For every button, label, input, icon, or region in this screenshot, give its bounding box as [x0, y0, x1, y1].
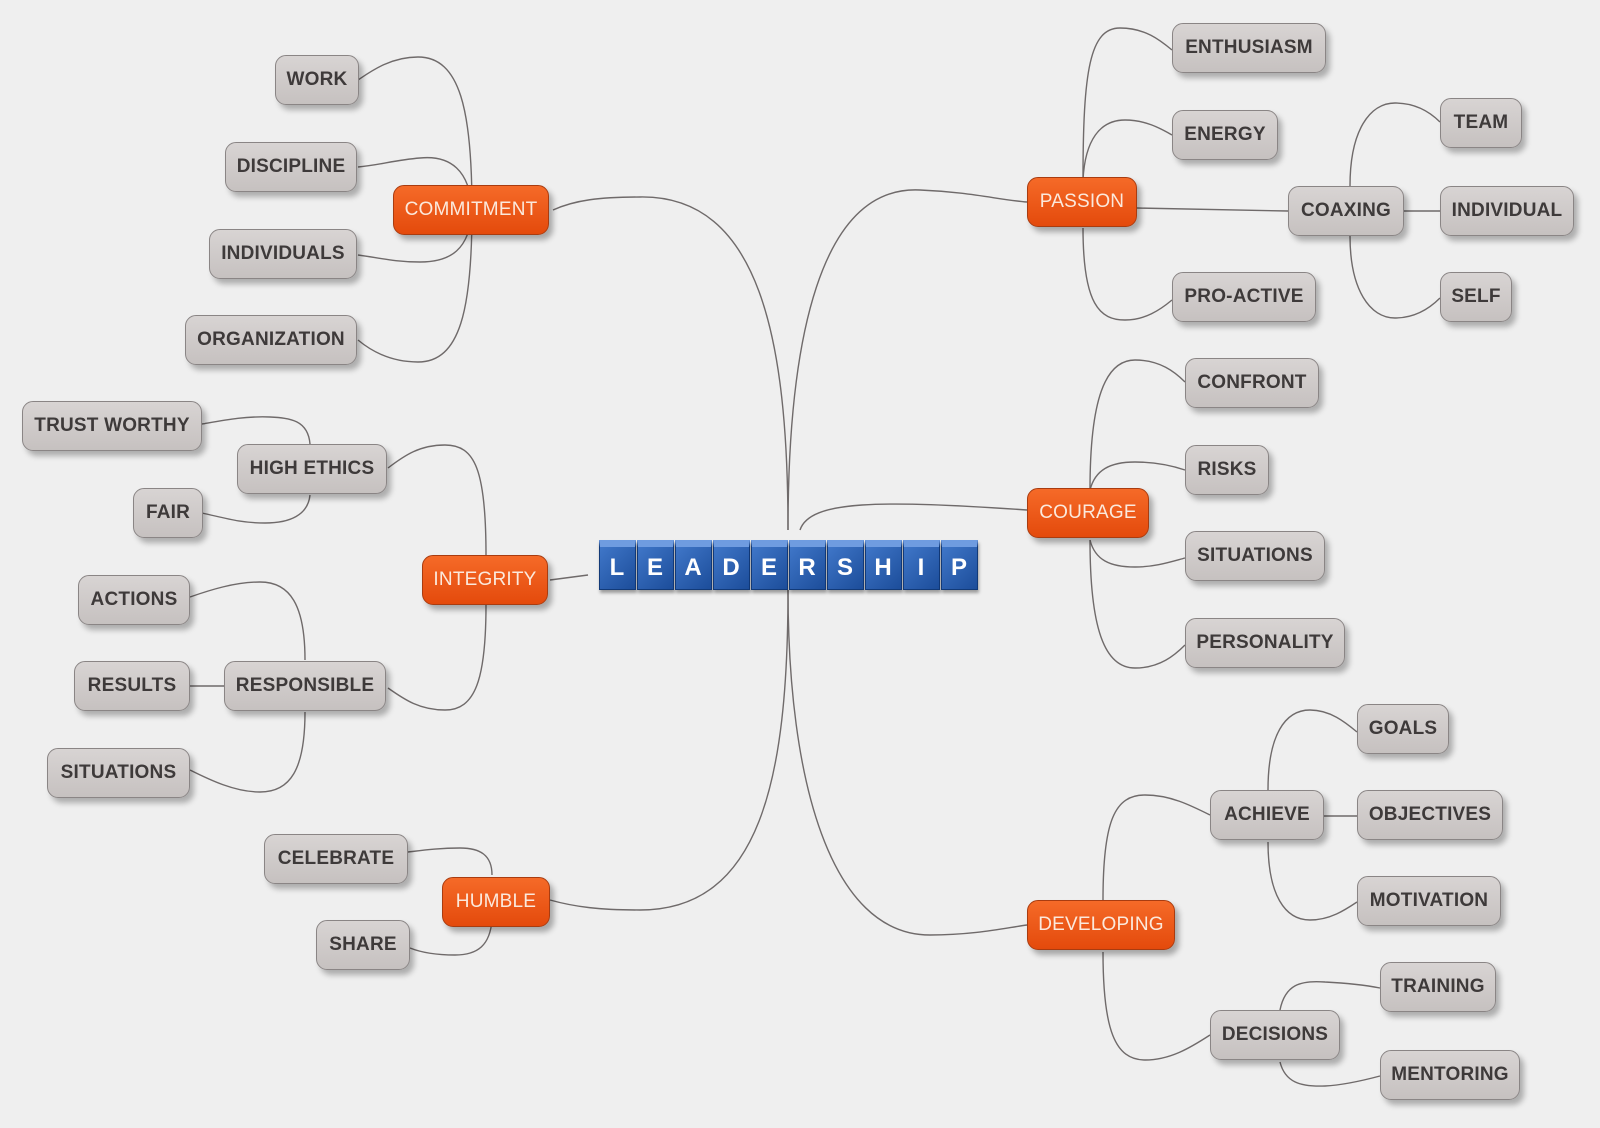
node-training: TRAINING — [1380, 962, 1496, 1012]
node-work: WORK — [275, 55, 359, 105]
letter-cube: E — [750, 540, 788, 590]
node-enthusiasm: ENTHUSIASM — [1172, 23, 1326, 73]
link-courage-situations — [1089, 539, 1186, 568]
node-developing: DEVELOPING — [1027, 900, 1175, 950]
link-center-passion — [787, 189, 1028, 531]
center-leadership-blocks: L E A D E R S H I P — [588, 530, 988, 590]
link-decisions-mentoring — [1279, 1061, 1381, 1087]
letter-cube: L — [598, 540, 636, 590]
node-integrity: INTEGRITY — [422, 555, 548, 605]
link-humble-celebrate — [407, 847, 493, 876]
link-commitment-discipline — [357, 156, 473, 211]
link-responsible-situations — [189, 711, 306, 793]
link-responsible-actions — [189, 581, 306, 661]
letter-cube: D — [712, 540, 750, 590]
node-individual: INDIVIDUAL — [1440, 186, 1574, 236]
link-highethics-trustworthy — [201, 416, 311, 445]
node-organization: ORGANIZATION — [185, 315, 357, 365]
letter-cube: P — [940, 540, 978, 590]
node-team: TEAM — [1440, 98, 1522, 148]
node-situations-left: SITUATIONS — [47, 748, 190, 798]
link-commitment-organization — [357, 209, 473, 363]
node-celebrate: CELEBRATE — [264, 834, 408, 884]
node-humble: HUMBLE — [442, 877, 550, 927]
node-results: RESULTS — [74, 661, 190, 711]
node-decisions: DECISIONS — [1210, 1010, 1340, 1060]
node-share: SHARE — [316, 920, 410, 970]
node-situations-right: SITUATIONS — [1185, 531, 1325, 581]
link-center-integrity — [549, 574, 589, 581]
node-pro-active: PRO-ACTIVE — [1172, 272, 1316, 322]
link-courage-confront — [1089, 359, 1186, 491]
node-achieve: ACHIEVE — [1210, 790, 1324, 840]
link-humble-share — [409, 919, 493, 956]
link-passion-energy — [1082, 119, 1173, 181]
link-courage-personality — [1089, 539, 1186, 669]
node-confront: CONFRONT — [1185, 358, 1319, 408]
link-developing-achieve — [1102, 794, 1211, 901]
link-center-courage — [799, 503, 1028, 531]
link-decisions-training — [1279, 980, 1381, 1011]
letter-cube: S — [826, 540, 864, 590]
node-passion: PASSION — [1027, 177, 1137, 227]
node-coaxing: COAXING — [1288, 186, 1404, 236]
link-commitment-work — [357, 56, 473, 211]
link-passion-enthusiasm — [1082, 27, 1173, 181]
node-actions: ACTIONS — [78, 575, 190, 625]
link-courage-risks — [1089, 461, 1186, 491]
link-integrity-responsible — [387, 604, 487, 711]
link-developing-decisions — [1102, 951, 1211, 1061]
node-trust-worthy: TRUST WORTHY — [22, 401, 202, 451]
node-discipline: DISCIPLINE — [225, 142, 357, 192]
node-fair: FAIR — [133, 488, 203, 538]
node-goals: GOALS — [1357, 704, 1449, 754]
node-high-ethics: HIGH ETHICS — [237, 444, 387, 494]
node-individuals: INDIVIDUALS — [209, 229, 357, 279]
link-coaxing-self — [1349, 235, 1441, 319]
link-highethics-fair — [201, 494, 311, 524]
link-integrity-highethics — [387, 444, 487, 556]
node-commitment: COMMITMENT — [393, 185, 549, 235]
node-mentoring: MENTORING — [1380, 1050, 1520, 1100]
node-courage: COURAGE — [1027, 488, 1149, 538]
letter-cube: E — [636, 540, 674, 590]
node-self: SELF — [1440, 272, 1512, 322]
link-achieve-motivation — [1267, 841, 1358, 921]
link-passion-proactive — [1082, 227, 1173, 321]
letter-cube: I — [902, 540, 940, 590]
node-objectives: OBJECTIVES — [1357, 790, 1503, 840]
link-coaxing-team — [1349, 102, 1441, 187]
link-passion-coaxing — [1136, 207, 1289, 212]
link-achieve-goals — [1267, 709, 1358, 791]
letter-cube: R — [788, 540, 826, 590]
letter-cube: A — [674, 540, 712, 590]
node-personality: PERSONALITY — [1185, 618, 1345, 668]
letter-cube: H — [864, 540, 902, 590]
node-risks: RISKS — [1185, 445, 1269, 495]
link-center-humble — [549, 589, 789, 911]
node-motivation: MOTIVATION — [1357, 876, 1501, 926]
node-responsible: RESPONSIBLE — [224, 661, 386, 711]
link-center-developing — [787, 589, 1028, 936]
link-center-commitment — [552, 196, 789, 531]
link-commitment-individuals — [357, 209, 473, 263]
node-energy: ENERGY — [1172, 110, 1278, 160]
